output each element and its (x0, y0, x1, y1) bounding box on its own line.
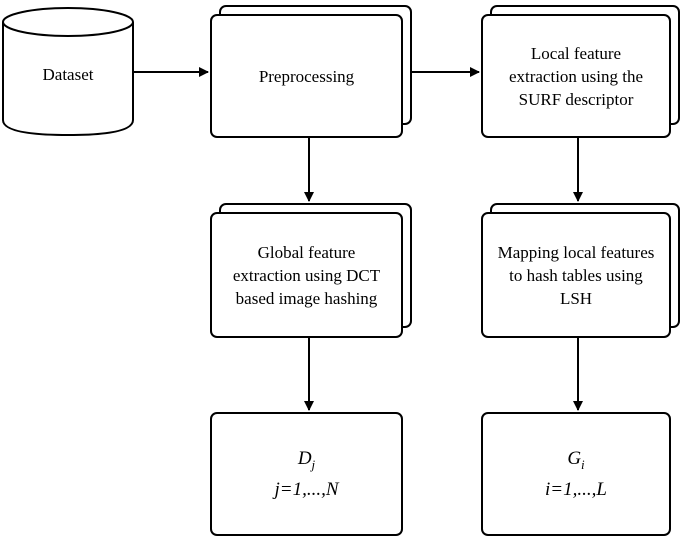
preprocessing-label: Preprocessing (258, 66, 355, 86)
output-g-node: Gi i=1,...,L (481, 412, 671, 536)
global-feature-label: Global feature extraction using DCT base… (232, 242, 381, 308)
local-feature-label: Local feature extraction using the SURF … (508, 43, 644, 109)
dataset-node: Dataset (3, 40, 133, 110)
local-feature-node: Local feature extraction using the SURF … (481, 14, 671, 138)
global-feature-node: Global feature extraction using DCT base… (210, 212, 403, 338)
output-g-range: i=1,...,L (545, 478, 607, 500)
preprocessing-node: Preprocessing (210, 14, 403, 138)
dataset-label: Dataset (42, 65, 94, 84)
mapping-local-node: Mapping local features to hash tables us… (481, 212, 671, 338)
output-d-symbol: Dj (297, 448, 316, 472)
dataset-cylinder (2, 7, 134, 137)
mapping-local-label: Mapping local features to hash tables us… (497, 242, 655, 308)
output-d-node: Dj j=1,...,N (210, 412, 403, 536)
output-d-range: j=1,...,N (274, 478, 339, 500)
output-g-symbol: Gi (567, 448, 585, 472)
